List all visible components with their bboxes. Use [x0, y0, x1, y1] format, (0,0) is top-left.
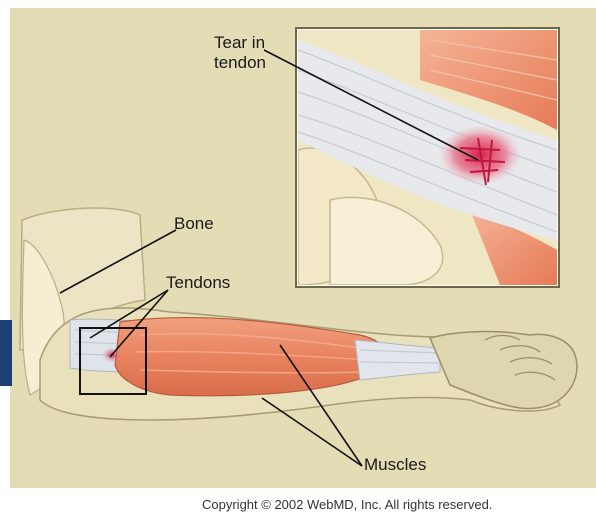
tear-label-line2: tendon [214, 53, 266, 73]
copyright-notice: Copyright © 2002 WebMD, Inc. All rights … [202, 497, 492, 512]
muscles-label: Muscles [364, 455, 426, 475]
bone-label: Bone [174, 214, 214, 234]
tear-in-tendon-label: Tear in tendon [214, 33, 266, 73]
side-tab [0, 320, 12, 386]
tear-label-line1: Tear in [214, 33, 266, 53]
tendons-label: Tendons [166, 273, 230, 293]
inset-zoom-view [296, 28, 559, 287]
